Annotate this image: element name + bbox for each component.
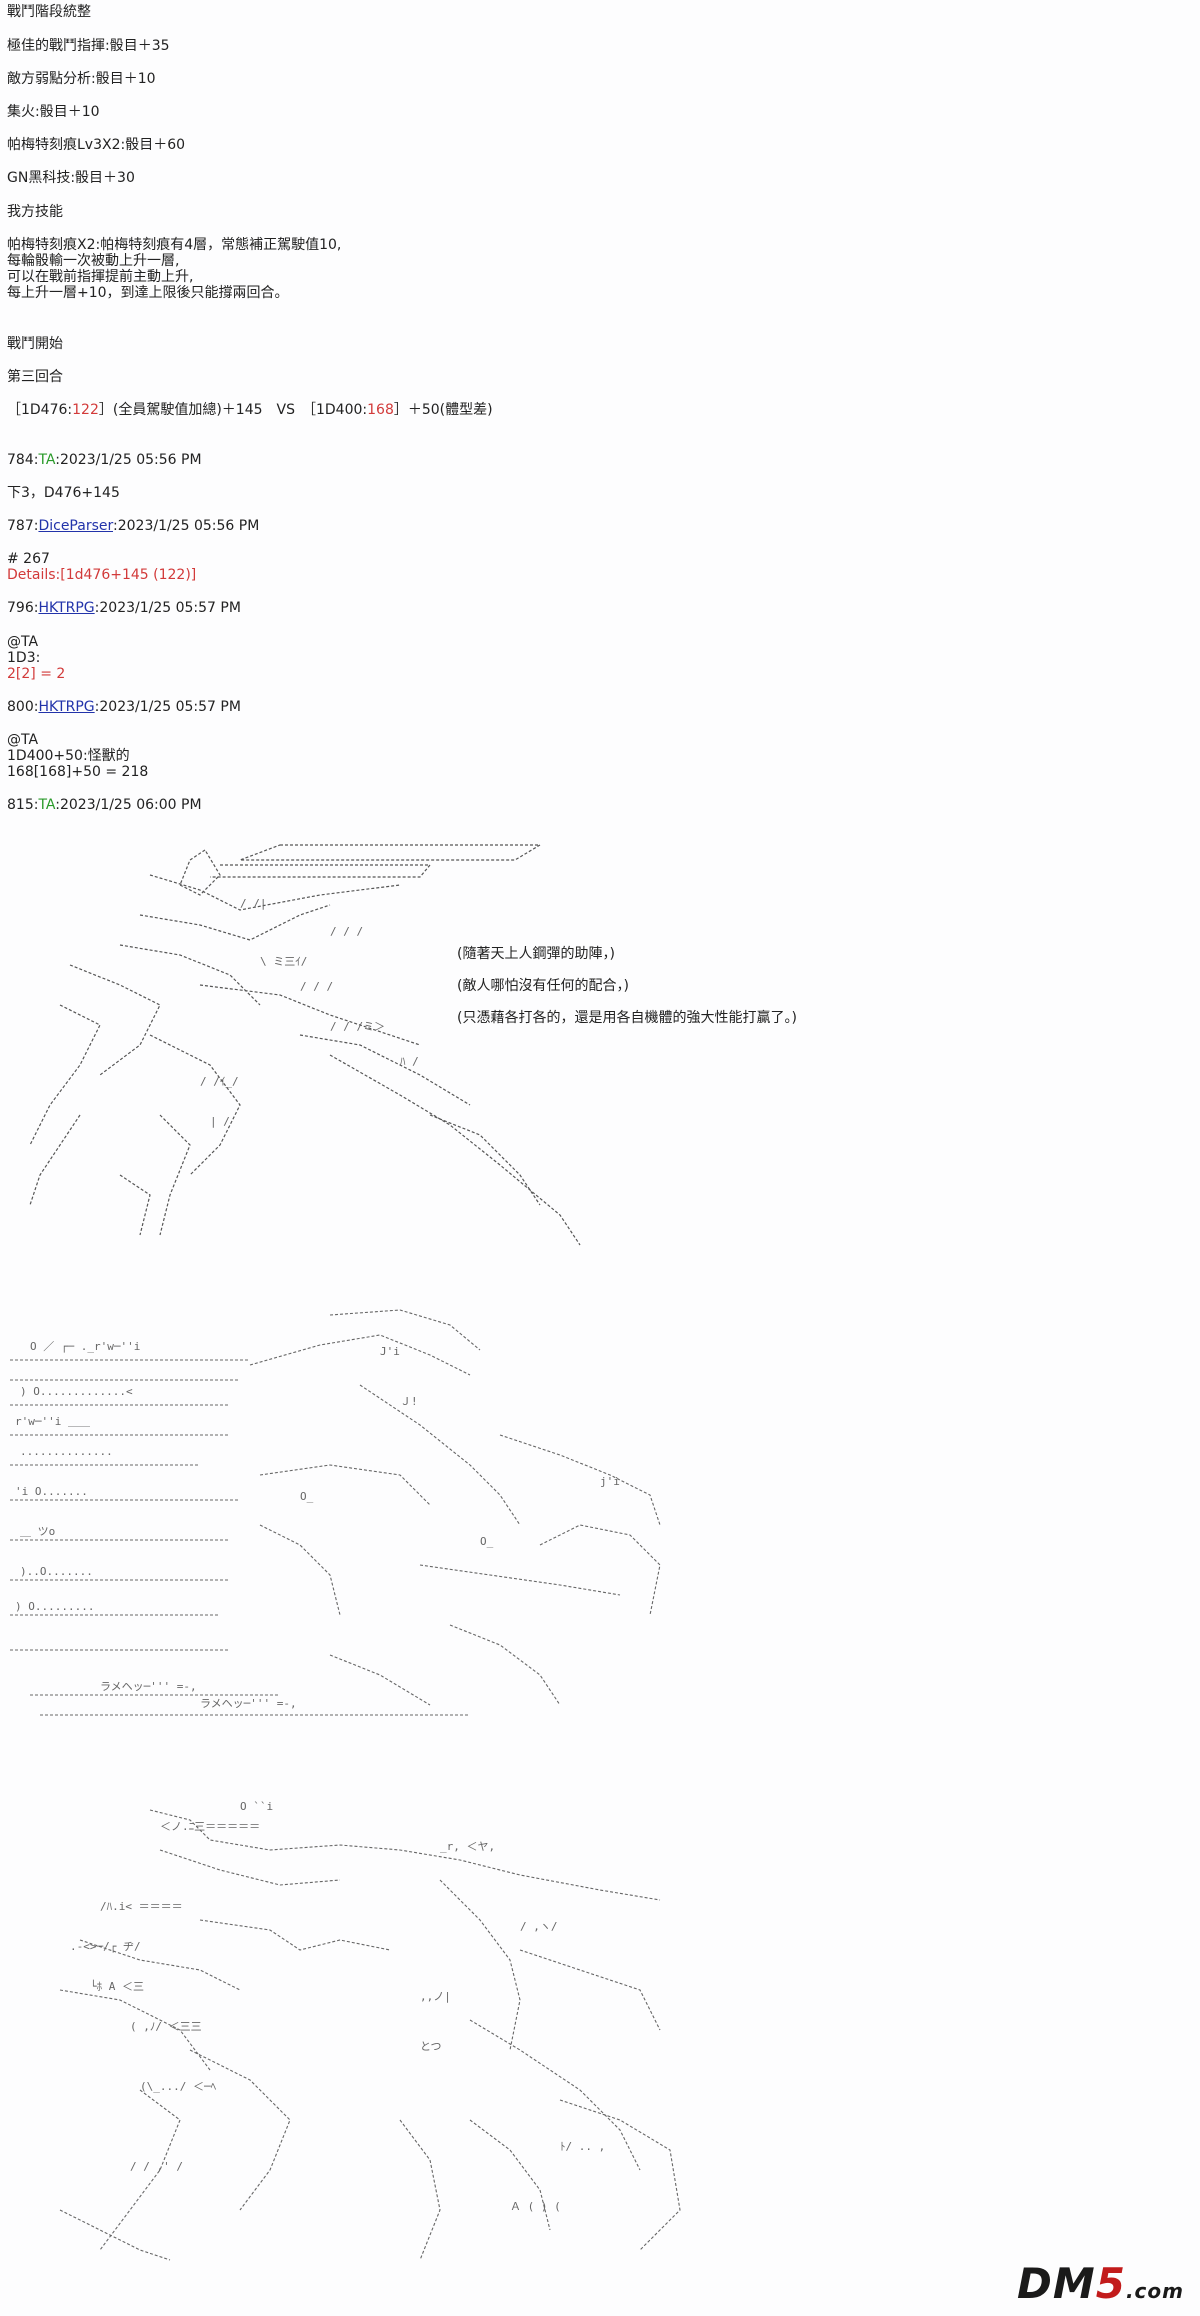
dice-formula: ［1D476:122］(全員駕駛值加總)＋145 VS ［1D400:168］＋… [7, 402, 493, 418]
bonus-item: 極佳的戰鬥指揮:骰目＋35 [7, 38, 170, 54]
caption: (只憑藉各打各的，還是用各自機體的強大性能打贏了。) [457, 1010, 797, 1026]
svg-text:j'i: j'i [600, 1475, 620, 1488]
post-body: 下3，D476+145 [7, 485, 120, 501]
svg-text:/ﾊ.i< ＝＝＝＝: /ﾊ.i< ＝＝＝＝ [100, 1900, 183, 1913]
dice-expr: 1D3: [7, 650, 41, 666]
svg-text:| /: | / [210, 1115, 230, 1128]
svg-text:Ａ ( ) (: Ａ ( ) ( [510, 2200, 561, 2213]
svg-text:O_: O_ [480, 1535, 494, 1548]
svg-text:ラメヘッ─''' =-,: ラメヘッ─''' =-, [100, 1680, 197, 1693]
dice-result: 168[168]+50 = 218 [7, 764, 149, 780]
svg-text:ラメヘッ─''' =-,: ラメヘッ─''' =-, [200, 1697, 297, 1710]
svg-text:/ /|: / /| [240, 897, 267, 910]
svg-text:'i O.......: 'i O....... [15, 1485, 88, 1498]
battle-start: 戰鬥開始 [7, 336, 63, 352]
user-name: TA [38, 452, 56, 468]
ascii-art-gundam-kaiju: ＜ノ.ﾆ三＝＝＝＝＝ O ``i /ﾊ.i< ＝＝＝＝ .-<>─/┌ ヂ/ └ﾎ … [59, 1800, 681, 2261]
svg-text:＜ノ.ﾆ三＝＝＝＝＝: ＜ノ.ﾆ三＝＝＝＝＝ [160, 1820, 260, 1833]
svg-text:) O.............<: ) O.............< [20, 1385, 133, 1398]
dice-hash: # 267 [7, 551, 50, 567]
ascii-art-mech-rifle: / /| / / / \ ミ三ｲ/ / / / / / /ミ＞ ﾊ / / /ｲ_/ |… [29, 844, 581, 1246]
bonus-item: GN黑科技:骰目＋30 [7, 170, 135, 186]
site-watermark: DM5.com [1017, 2259, 1184, 2308]
svg-text:) O.........: ) O......... [15, 1600, 94, 1613]
user-link[interactable]: DiceParser [38, 518, 113, 534]
svg-text:└ﾎ A ＜三: └ﾎ A ＜三 [90, 1979, 144, 1993]
svg-text:( ,ﾉ/ ＜三三: ( ,ﾉ/ ＜三三 [130, 2020, 202, 2033]
skill-line: 每輪骰輸一次被動上升一層, [7, 253, 180, 269]
mention: @TA [7, 732, 39, 748]
svg-text:r'w─''i ＿＿: r'w─''i ＿＿ [15, 1415, 90, 1428]
post-header: 784:TA:2023/1/25 05:56 PM [7, 452, 202, 468]
bonus-item: 集火:骰目＋10 [7, 104, 100, 120]
svg-text:O_: O_ [300, 1490, 314, 1503]
svg-text:J'i: J'i [380, 1345, 400, 1358]
bonus-item: 帕梅特刻痕Lv3X2:骰目＋60 [7, 137, 186, 153]
skills-title: 我方技能 [7, 204, 63, 220]
svg-text:(\_.../ ＜─ﾍ: (\_.../ ＜─ﾍ [140, 2080, 217, 2093]
svg-text:とつ: とつ [420, 2040, 442, 2053]
svg-text:/ /ｲ_/: / /ｲ_/ [200, 1075, 239, 1088]
skill-line: 帕梅特刻痕X2:帕梅特刻痕有4層，常態補正駕駛值10, [7, 237, 342, 253]
post-header: 815:TA:2023/1/25 06:00 PM [7, 797, 202, 813]
mention: @TA [7, 634, 39, 650]
post-header: 787:DiceParser:2023/1/25 05:56 PM [7, 518, 260, 534]
user-link[interactable]: HKTRPG [38, 699, 95, 715]
ascii-art-mech-clash: O ／ ┌─ ._r'w─''i ) O.............< r'w─''… [10, 1309, 661, 1716]
dice-details: Details:[1d476+145 (122)] [7, 567, 197, 583]
battle-adjust-title: 戰鬥階段統整 [7, 4, 91, 20]
user-link[interactable]: HKTRPG [38, 600, 95, 616]
svg-text:,,ノ|: ,,ノ| [420, 1990, 451, 2003]
caption: (隨著天上人鋼彈的助陣，) [457, 946, 615, 962]
user-name: TA [38, 797, 56, 813]
svg-text:_r, ＜ヤ,: _r, ＜ヤ, [440, 1840, 495, 1853]
svg-text:O ／ ┌─ ._r'w─''i: O ／ ┌─ ._r'w─''i [30, 1340, 140, 1353]
bonus-item: 敵方弱點分析:骰目＋10 [7, 71, 156, 87]
svg-text:\ ミ三ｲ/: \ ミ三ｲ/ [260, 955, 307, 968]
post-header: 800:HKTRPG:2023/1/25 05:57 PM [7, 699, 241, 715]
svg-text:Ｊ!: Ｊ! [400, 1395, 418, 1408]
svg-text:/ / /ミ＞: / / /ミ＞ [330, 1020, 385, 1033]
caption: (敵人哪怕沒有任何的配合，) [457, 978, 629, 994]
skill-line: 每上升一層+10，到達上限後只能撐兩回合。 [7, 285, 289, 301]
svg-text:O ``i: O ``i [240, 1800, 273, 1813]
svg-text:/ / /: / / / [330, 925, 363, 938]
dice-result: 2[2] = 2 [7, 666, 66, 682]
svg-text:/ / /: / / / [300, 980, 333, 993]
svg-text:ﾄ/ .. ,: ﾄ/ .. , [560, 2140, 605, 2153]
round-label: 第三回合 [7, 369, 63, 385]
svg-text:/ / ,' /: / / ,' / [130, 2160, 183, 2173]
svg-text:..............: .............. [20, 1445, 113, 1458]
dice-expr: 1D400+50:怪獸的 [7, 748, 130, 764]
svg-text:/ ,ヽ/: / ,ヽ/ [520, 1920, 558, 1933]
svg-text:＿ ツo: ＿ ツo [20, 1525, 55, 1538]
skill-line: 可以在戰前指揮提前主動上升, [7, 269, 194, 285]
svg-text:)..O.......: )..O....... [20, 1565, 93, 1578]
post-header: 796:HKTRPG:2023/1/25 05:57 PM [7, 600, 241, 616]
svg-text:ﾊ /: ﾊ / [400, 1055, 419, 1068]
svg-text:.-<>─/┌ ヂ/: .-<>─/┌ ヂ/ [70, 1940, 141, 1953]
